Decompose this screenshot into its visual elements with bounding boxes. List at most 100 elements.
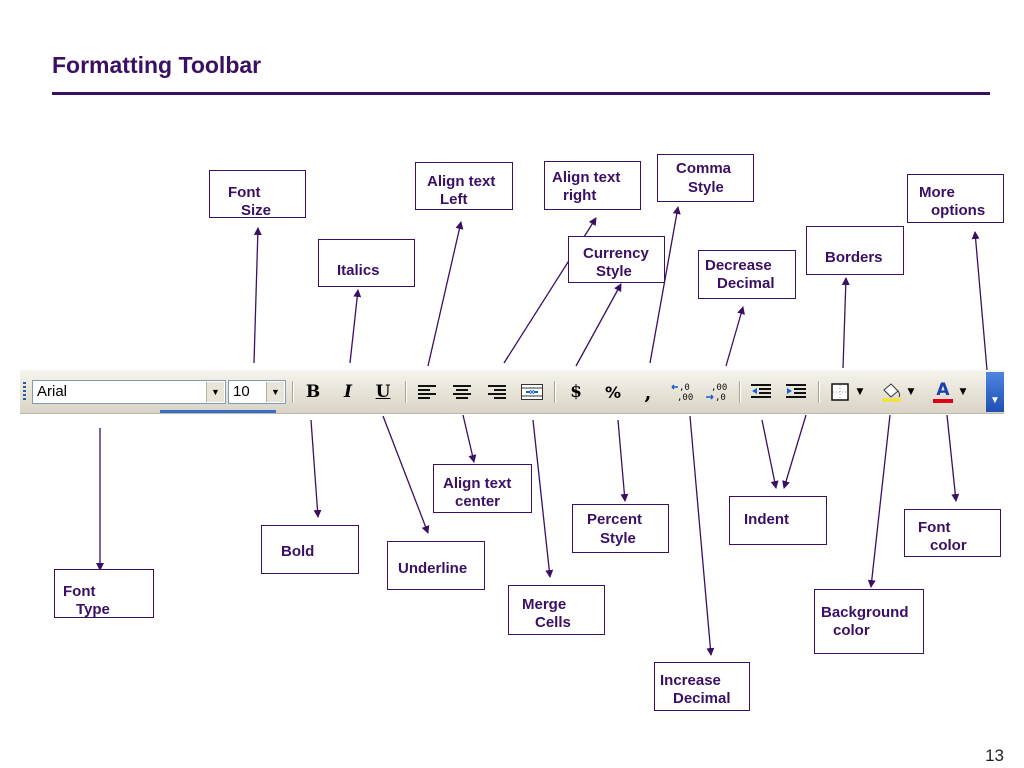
grip-icon[interactable]: [23, 382, 26, 402]
callout-line: Style: [688, 179, 724, 196]
callout-line: Align text: [443, 475, 512, 492]
increase-indent-svg: [786, 384, 806, 398]
page-number: 13: [985, 746, 1004, 765]
callout-line: Currency: [583, 245, 649, 262]
callout-background-color: Background color: [814, 589, 924, 654]
chevron-down-icon[interactable]: ▼: [856, 387, 864, 397]
arrow-merge-cells: [532, 419, 554, 578]
svg-text:,00: ,00: [677, 393, 693, 402]
merge-cells-svg: [521, 384, 543, 400]
svg-text:,0: ,0: [679, 383, 690, 393]
callout-line: center: [455, 493, 501, 510]
bold-icon[interactable]: B: [300, 379, 326, 405]
callout-line: Decimal: [673, 690, 731, 707]
font-name-combo[interactable]: Arial ▼: [32, 380, 226, 404]
callout-line: Decimal: [717, 275, 775, 292]
arrow-font-size: [253, 227, 262, 364]
callout-line: Borders: [825, 249, 883, 266]
currency-icon[interactable]: $: [563, 379, 589, 405]
underline-icon[interactable]: U: [370, 379, 396, 405]
callout-line: Align text: [552, 169, 621, 186]
formatting-toolbar: Arial ▼ 10 ▼ B I U $ %: [20, 370, 1004, 414]
toolbar-options-icon[interactable]: ▼: [986, 372, 1004, 412]
borders-icon[interactable]: [827, 379, 853, 405]
callout-align-center: Align text center: [433, 464, 532, 513]
callout-increase-decimal: Increase Decimal: [654, 662, 750, 711]
callout-currency: Currency Style: [568, 236, 665, 283]
callout-line: options: [931, 202, 986, 219]
increase-decimal-svg: ,0 ,00: [671, 383, 693, 402]
callout-line: Bold: [281, 543, 315, 560]
callout-comma: Comma Style: [657, 154, 754, 202]
callout-indent: Indent: [729, 496, 827, 545]
fill-bucket-icon[interactable]: [878, 379, 904, 405]
percent-icon[interactable]: %: [600, 379, 626, 405]
callout-line: Underline: [398, 560, 468, 577]
font-color-bar: [933, 399, 953, 403]
align-center-icon[interactable]: [449, 379, 475, 405]
callout-font-size: Font Size: [209, 170, 306, 219]
arrow-increase-decimal: [689, 415, 715, 656]
chevron-down-icon[interactable]: ▼: [959, 387, 967, 397]
callout-align-left: Align text Left: [415, 162, 513, 210]
increase-indent-icon[interactable]: [783, 379, 809, 405]
callout-line: Background: [821, 604, 909, 621]
toolbar-separator: [554, 381, 556, 403]
callout-line: Increase: [660, 672, 721, 689]
merge-cells-icon[interactable]: [519, 379, 545, 405]
arrow-indent-left: [761, 419, 779, 489]
callout-line: Style: [600, 530, 636, 547]
toolbar-separator: [292, 381, 294, 403]
callout-merge-cells: Merge Cells: [508, 585, 605, 635]
decrease-decimal-svg: ,00 ,0: [706, 383, 727, 402]
fill-bucket-svg: [882, 383, 901, 402]
callout-line: Italics: [337, 262, 380, 279]
underline-glyph: U: [375, 382, 391, 402]
callout-borders: Borders: [806, 226, 904, 275]
title-divider: [52, 92, 990, 95]
arrow-comma: [649, 206, 681, 364]
chevron-down-icon[interactable]: ▼: [206, 382, 224, 402]
font-size-combo[interactable]: 10 ▼: [228, 380, 286, 404]
callout-line: Indent: [744, 511, 789, 528]
italic-icon[interactable]: I: [335, 379, 361, 405]
percent-glyph: %: [604, 382, 622, 402]
currency-glyph: $: [570, 382, 582, 402]
align-left-svg: [418, 384, 436, 399]
align-right-icon[interactable]: [484, 379, 510, 405]
callout-percent: Percent Style: [572, 504, 669, 553]
callout-line: Size: [241, 202, 272, 219]
callout-decrease-decimal: Decrease Decimal: [698, 250, 796, 299]
chevron-down-icon[interactable]: ▼: [907, 387, 915, 397]
toolbar-separator: [818, 381, 820, 403]
align-left-icon[interactable]: [414, 379, 440, 405]
arrow-underline: [382, 415, 430, 534]
decrease-indent-icon[interactable]: [748, 379, 774, 405]
callout-line: Comma: [676, 160, 732, 177]
callout-line: Font: [63, 583, 96, 600]
decrease-decimal-icon[interactable]: ,00 ,0: [704, 379, 730, 405]
font-color-glyph: A: [936, 380, 950, 400]
callout-line: right: [563, 187, 597, 204]
callout-line: Align text: [427, 173, 496, 190]
chevron-down-icon[interactable]: ▼: [266, 382, 284, 402]
font-combo-highlight: [160, 410, 276, 413]
align-right-svg: [488, 384, 506, 399]
callout-font-color: Font color: [904, 509, 1001, 557]
callout-underline: Underline: [387, 541, 485, 590]
callout-line: Type: [76, 601, 110, 618]
increase-decimal-icon[interactable]: ,0 ,00: [670, 379, 696, 405]
callout-line: Style: [596, 263, 632, 280]
comma-icon[interactable]: ,: [635, 379, 661, 405]
arrow-bold: [310, 419, 322, 518]
callout-line: Font: [918, 519, 951, 536]
callout-line: Merge: [522, 596, 567, 613]
font-color-icon[interactable]: A: [930, 379, 956, 405]
align-center-svg: [453, 384, 471, 399]
decrease-indent-svg: [751, 384, 771, 398]
callout-bold: Bold: [261, 525, 359, 574]
arrow-align-center: [462, 414, 477, 463]
svg-text:,00: ,00: [711, 383, 727, 393]
callout-line: Cells: [535, 614, 571, 631]
